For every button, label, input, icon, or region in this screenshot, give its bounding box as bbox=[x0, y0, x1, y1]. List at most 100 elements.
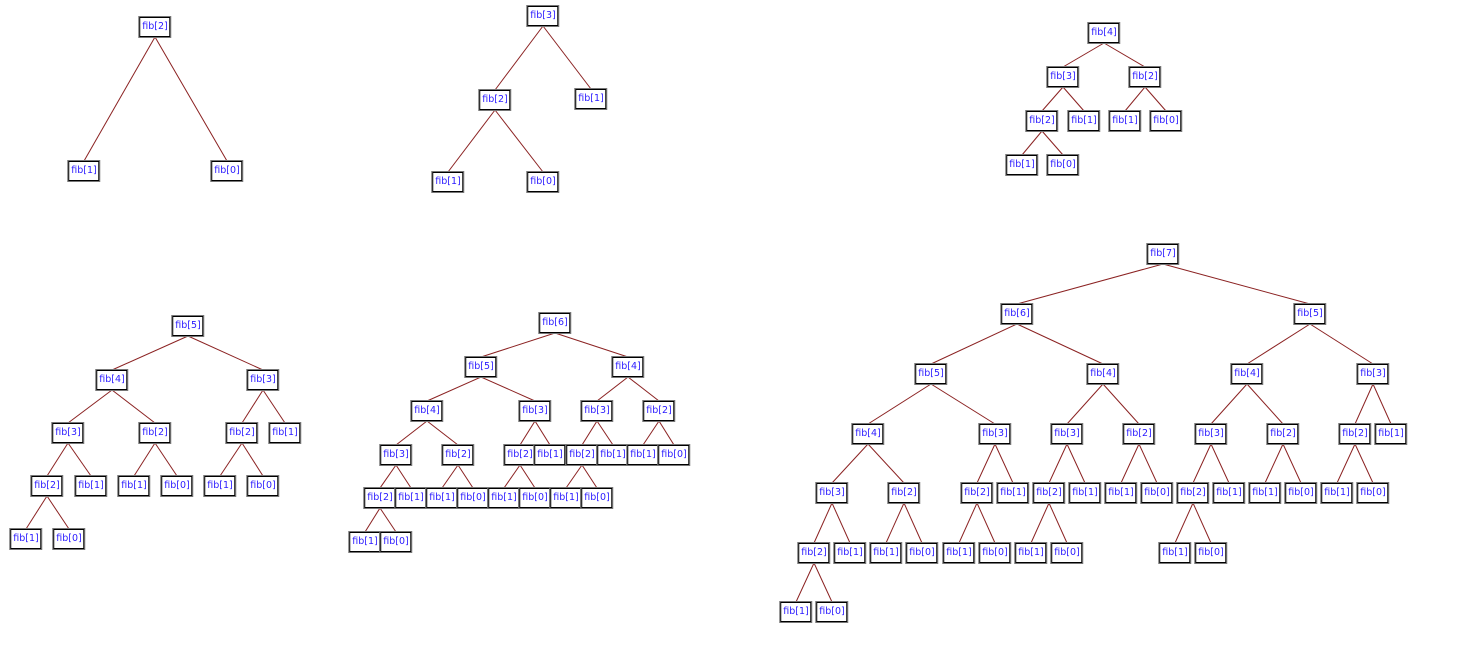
tree-node: fib[2] bbox=[1033, 483, 1065, 503]
tree-edge bbox=[67, 442, 92, 477]
tree-edge bbox=[480, 376, 536, 402]
tree-node: fib[5] bbox=[465, 357, 497, 377]
tree-node: fib[1] bbox=[597, 445, 629, 465]
tree-edge bbox=[1354, 443, 1374, 484]
tree-node: fib[2] bbox=[798, 543, 830, 563]
tree-node: fib[0] bbox=[906, 543, 938, 563]
tree-edge bbox=[596, 376, 629, 402]
tree-edge bbox=[46, 495, 70, 530]
tree-edge bbox=[581, 464, 598, 489]
tree-edge bbox=[813, 502, 833, 544]
tree-edge bbox=[1062, 86, 1085, 112]
tree-edge bbox=[480, 332, 556, 358]
tree-edge bbox=[1144, 86, 1167, 112]
tree-edge bbox=[25, 495, 48, 530]
tree-node: fib[1] bbox=[1159, 543, 1191, 563]
tree-node: fib[1] bbox=[269, 423, 301, 443]
tree-node: fib[1] bbox=[627, 445, 659, 465]
tree-edge bbox=[1016, 263, 1164, 305]
tree-node: fib[1] bbox=[834, 543, 866, 563]
tree-node: fib[1] bbox=[432, 172, 464, 192]
tree-edge bbox=[976, 443, 996, 484]
tree-edge bbox=[241, 389, 264, 424]
tree-edge bbox=[958, 502, 978, 544]
tree-node: fib[0] bbox=[581, 488, 613, 508]
tree-node: fib[1] bbox=[1068, 111, 1100, 131]
tree-node: fib[2] bbox=[643, 401, 675, 421]
tree-node: fib[2] bbox=[504, 445, 536, 465]
tree-node: fib[1] bbox=[1321, 483, 1353, 503]
tree-node: fib[1] bbox=[534, 445, 566, 465]
tree-edge bbox=[1016, 323, 1104, 365]
tree-edge bbox=[1041, 86, 1064, 112]
tree-edge bbox=[111, 335, 189, 371]
tree-node: fib[0] bbox=[1141, 483, 1173, 503]
tree-edge bbox=[1282, 443, 1302, 484]
tree-node: fib[0] bbox=[979, 543, 1011, 563]
tree-edge bbox=[379, 507, 397, 533]
tree-edge bbox=[1103, 42, 1146, 68]
tree-node: fib[4] bbox=[1231, 364, 1263, 384]
tree-edge bbox=[447, 109, 496, 173]
tree-node: fib[0] bbox=[1285, 483, 1317, 503]
tree-edge bbox=[219, 442, 243, 477]
tree-edge bbox=[519, 420, 536, 446]
tree-edge bbox=[542, 25, 592, 90]
tree-node: fib[0] bbox=[1195, 543, 1227, 563]
tree-edge bbox=[494, 25, 544, 91]
tree-edge bbox=[395, 464, 412, 489]
tree-edge bbox=[930, 323, 1018, 365]
tree-node: fib[3] bbox=[1357, 364, 1389, 384]
tree-edge bbox=[494, 109, 544, 173]
tree-node: fib[1] bbox=[997, 483, 1029, 503]
tree-node: fib[2] bbox=[961, 483, 993, 503]
tree-node: fib[5] bbox=[172, 316, 204, 336]
tree-edge bbox=[1138, 443, 1158, 484]
tree-node: fib[1] bbox=[575, 89, 607, 109]
tree-node: fib[4] bbox=[612, 357, 644, 377]
tree-node: fib[3] bbox=[979, 424, 1011, 444]
tree-node: fib[1] bbox=[118, 476, 150, 496]
tree-edge bbox=[1246, 383, 1284, 425]
tree-edge bbox=[1372, 383, 1392, 425]
tree-edge bbox=[1174, 502, 1194, 544]
tree-edge bbox=[658, 420, 675, 446]
tree-edge bbox=[581, 420, 598, 446]
tree-edge bbox=[1066, 443, 1086, 484]
tree-edge bbox=[903, 502, 923, 544]
tree-node: fib[0] bbox=[527, 172, 559, 192]
tree-node: fib[2] bbox=[888, 483, 920, 503]
tree-edge bbox=[930, 383, 996, 425]
tree-edge bbox=[441, 464, 459, 489]
tree-node: fib[2] bbox=[1129, 67, 1161, 87]
tree-node: fib[1] bbox=[550, 488, 582, 508]
tree-edge bbox=[885, 502, 905, 544]
tree-node: fib[1] bbox=[1069, 483, 1101, 503]
tree-node: fib[6] bbox=[539, 313, 571, 333]
tree-edge bbox=[627, 376, 660, 402]
tree-edge bbox=[1336, 443, 1356, 484]
tree-edge bbox=[596, 420, 614, 446]
tree-node: fib[3] bbox=[1047, 67, 1079, 87]
tree-edge bbox=[1192, 502, 1212, 544]
tree-edge bbox=[154, 442, 178, 477]
tree-edge bbox=[1124, 86, 1146, 112]
tree-edge bbox=[1354, 383, 1374, 425]
tree-node: fib[1] bbox=[1105, 483, 1137, 503]
tree-node: fib[3] bbox=[1195, 424, 1227, 444]
tree-node: fib[6] bbox=[1001, 304, 1033, 324]
tree-edge bbox=[154, 36, 228, 162]
tree-node: fib[0] bbox=[816, 602, 848, 622]
tree-node: fib[4] bbox=[1088, 23, 1120, 43]
tree-node: fib[1] bbox=[68, 161, 100, 181]
tree-node: fib[2] bbox=[139, 423, 171, 443]
tree-node: fib[1] bbox=[1015, 543, 1047, 563]
tree-node: fib[1] bbox=[488, 488, 520, 508]
tree-edge bbox=[1309, 323, 1374, 365]
tree-node: fib[2] bbox=[226, 423, 258, 443]
tree-edge bbox=[241, 442, 264, 477]
tree-edge bbox=[262, 389, 286, 424]
tree-edge bbox=[1021, 130, 1043, 156]
tree-edge bbox=[426, 376, 482, 402]
